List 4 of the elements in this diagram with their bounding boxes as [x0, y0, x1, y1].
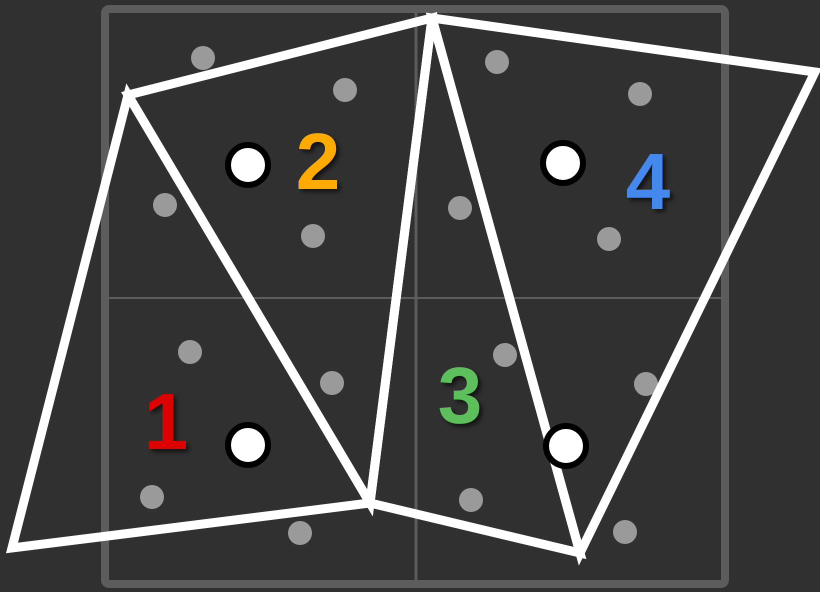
triangle-number: 3 [438, 356, 482, 436]
triangle-number: 4 [626, 142, 670, 222]
triangle-number: 1 [144, 382, 188, 462]
triangle-number: 2 [296, 122, 340, 202]
